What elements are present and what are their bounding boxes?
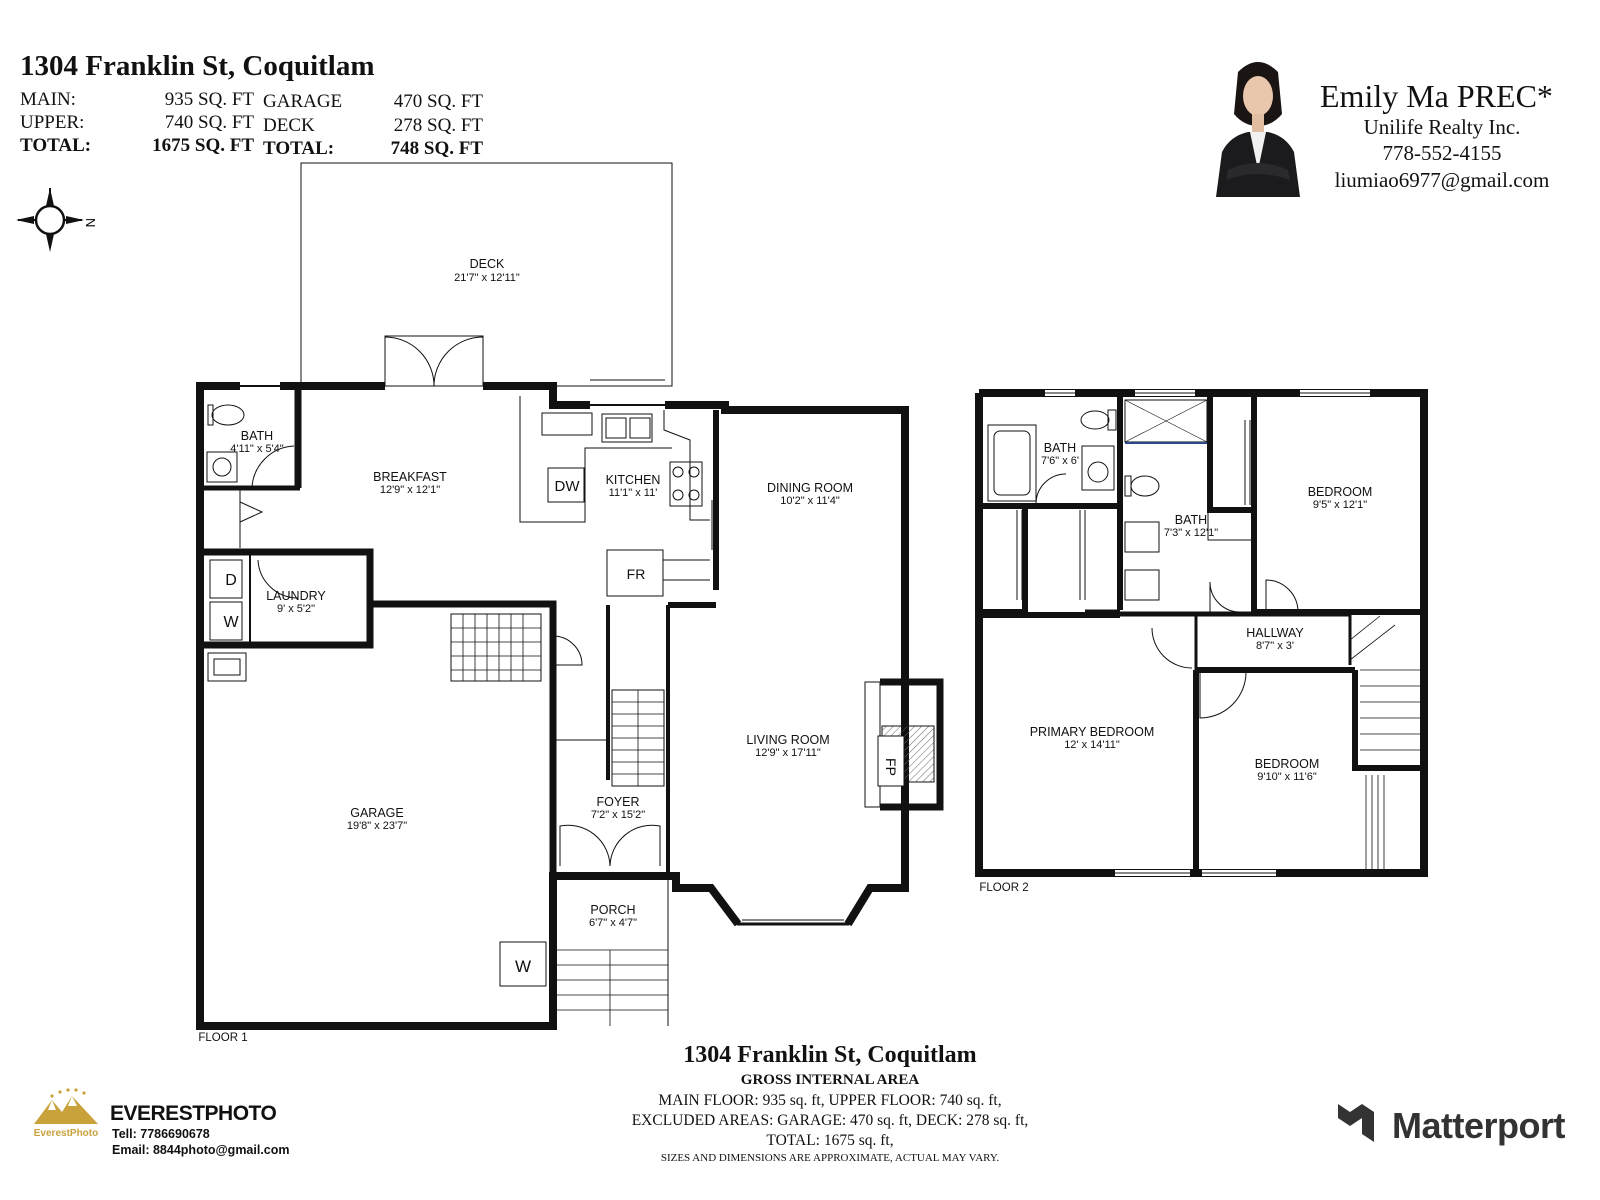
- area-row-upper: UPPER: 740 SQ. FT: [20, 111, 254, 134]
- area-value: 935 SQ. FT: [164, 89, 254, 110]
- floor1-labels: DECK 21'7" x 12'11" BATH 4'11" x 5'4" BR…: [198, 257, 899, 1044]
- area-row-deck: DECK 278 SQ. FT: [263, 114, 483, 138]
- agent-email[interactable]: liumiao6977@gmail.com: [1334, 168, 1550, 192]
- room-dim-hallway: 8'7" x 3': [1256, 640, 1294, 652]
- floor2-labels: BATH 7'6" x 6' BEDROOM 9'5" x 12'1" BATH…: [979, 441, 1372, 894]
- area-value: 470 SQ. FT: [393, 91, 483, 112]
- area-summary-right: GARAGE 470 SQ. FT DECK 278 SQ. FT TOTAL: 74…: [263, 90, 483, 161]
- garage-washer-label: W: [515, 957, 531, 976]
- footer-title: 1304 Franklin St, Coquitlam: [683, 1042, 977, 1068]
- area-value: 740 SQ. FT: [164, 112, 254, 133]
- agent-photo: [1208, 52, 1308, 197]
- area-value: 1675 SQ. FT: [152, 135, 254, 156]
- area-label: MAIN:: [20, 89, 76, 110]
- room-name-breakfast: BREAKFAST: [373, 470, 447, 484]
- photographer-brand: EVERESTPHOTO: [110, 1102, 277, 1125]
- fireplace-label: FP: [883, 758, 899, 776]
- area-value: 748 SQ. FT: [390, 138, 483, 159]
- photographer-phone[interactable]: Tell: 7786690678: [112, 1127, 210, 1141]
- area-summary-left: MAIN: 935 SQ. FT UPPER: 740 SQ. FT TOTAL: 1…: [20, 88, 254, 157]
- dishwasher-label: DW: [555, 478, 581, 495]
- area-label: DECK: [263, 114, 315, 136]
- dryer-label: D: [225, 572, 237, 589]
- room-name-bath-upper: BATH: [1044, 441, 1076, 455]
- footer-note: SIZES AND DIMENSIONS ARE APPROXIMATE, AC…: [660, 1152, 1000, 1164]
- room-dim-bath-upper: 7'6" x 6': [1041, 455, 1079, 467]
- area-row-garage: GARAGE 470 SQ. FT: [263, 90, 483, 114]
- room-name-primary-bedroom: PRIMARY BEDROOM: [1030, 725, 1155, 739]
- everestphoto-logo-icon: [34, 1088, 98, 1124]
- room-dim-bedroom1: 9'5" x 12'1": [1313, 499, 1367, 511]
- room-name-porch: PORCH: [590, 903, 635, 917]
- room-name-bedroom1: BEDROOM: [1308, 485, 1373, 499]
- room-name-kitchen: KITCHEN: [606, 473, 661, 487]
- footer-line3: TOTAL: 1675 sq. ft,: [766, 1132, 894, 1149]
- footer-line2: EXCLUDED AREAS: GARAGE: 470 sq. ft, DECK…: [631, 1112, 1029, 1129]
- room-dim-foyer: 7'2" x 15'2": [591, 809, 645, 821]
- room-name-dining: DINING ROOM: [767, 481, 853, 495]
- photographer-email[interactable]: Email: 8844photo@gmail.com: [112, 1143, 290, 1157]
- room-name-laundry: LAUNDRY: [266, 589, 326, 603]
- room-dim-laundry: 9' x 5'2": [277, 603, 315, 615]
- room-dim-dining: 10'2" x 11'4": [780, 495, 840, 507]
- room-name-bath2: BATH: [1175, 513, 1207, 527]
- room-dim-breakfast: 12'9" x 12'1": [380, 484, 440, 496]
- footer-subtitle: GROSS INTERNAL AREA: [740, 1072, 920, 1088]
- everestphoto-logo-text: EverestPhoto: [34, 1128, 98, 1139]
- room-dim-bath: 4'11" x 5'4": [230, 443, 283, 455]
- room-name-deck: DECK: [470, 257, 505, 271]
- room-name-bath: BATH: [241, 429, 273, 443]
- agent-name: Emily Ma PREC*: [1320, 78, 1553, 114]
- room-name-living: LIVING ROOM: [746, 733, 829, 747]
- room-dim-kitchen: 11'1" x 11': [609, 487, 658, 499]
- room-name-hallway: HALLWAY: [1246, 626, 1304, 640]
- room-name-bedroom2: BEDROOM: [1255, 757, 1320, 771]
- room-dim-garage: 19'8" x 23'7": [347, 820, 407, 832]
- area-row-total: TOTAL: 1675 SQ. FT: [20, 134, 254, 157]
- area-value: 278 SQ. FT: [393, 114, 483, 136]
- area-label: GARAGE: [263, 91, 343, 112]
- room-name-foyer: FOYER: [596, 795, 639, 809]
- floor2-plan: [975, 389, 1428, 877]
- fridge-label: FR: [627, 566, 646, 582]
- area-row-main: MAIN: 935 SQ. FT: [20, 88, 254, 111]
- room-dim-deck: 21'7" x 12'11": [454, 272, 520, 284]
- floor2-label: FLOOR 2: [979, 882, 1028, 894]
- room-dim-living: 12'9" x 17'11": [755, 747, 821, 759]
- washer-label: W: [223, 614, 239, 631]
- area-row-excluded-total: TOTAL: 748 SQ. FT: [263, 137, 483, 161]
- footer-line1: MAIN FLOOR: 935 sq. ft, UPPER FLOOR: 740…: [658, 1092, 1002, 1109]
- room-name-garage: GARAGE: [350, 806, 404, 820]
- compass-north-label: N: [83, 218, 98, 227]
- page-title: 1304 Franklin St, Coquitlam: [20, 50, 375, 82]
- compass-icon: [16, 188, 84, 252]
- agent-company: Unilife Realty Inc.: [1363, 115, 1521, 139]
- floor1-plan: [196, 162, 944, 1030]
- floor1-label: FLOOR 1: [198, 1032, 247, 1044]
- matterport-brand: Matterport: [1392, 1105, 1566, 1146]
- room-dim-porch: 6'7" x 4'7": [589, 917, 637, 929]
- area-label: UPPER:: [20, 112, 85, 133]
- room-dim-primary-bedroom: 12' x 14'11": [1064, 739, 1120, 751]
- room-dim-bedroom2: 9'10" x 11'6": [1257, 771, 1317, 783]
- matterport-logo-icon: [1338, 1104, 1374, 1142]
- room-dim-bath2: 7'3" x 12'1": [1164, 527, 1218, 539]
- area-label: TOTAL:: [263, 138, 335, 159]
- agent-phone[interactable]: 778-552-4155: [1382, 141, 1502, 165]
- area-label: TOTAL:: [20, 135, 92, 156]
